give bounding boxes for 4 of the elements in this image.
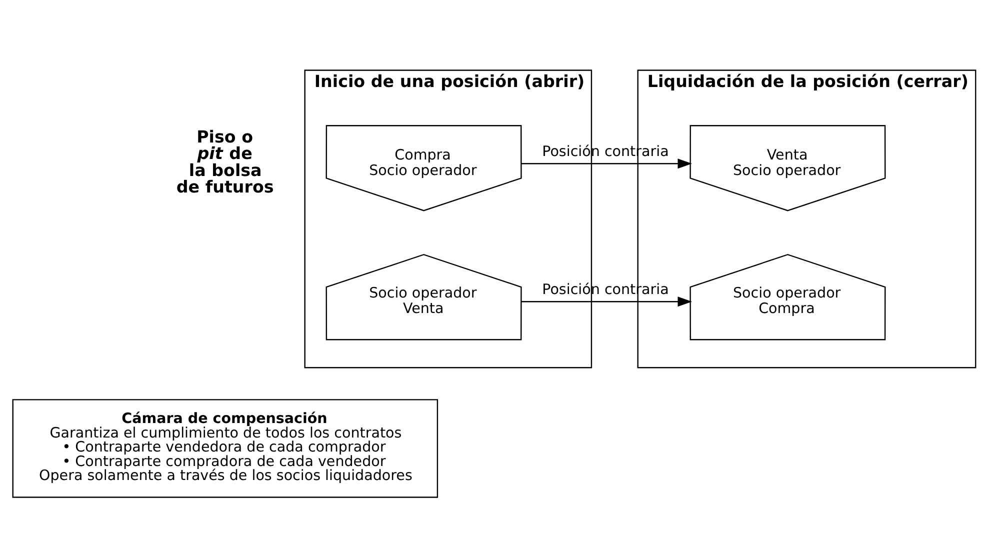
arrow — [521, 296, 692, 306]
arrow — [521, 158, 692, 168]
node-box: Cámara de compensación Garantiza el cumplimiento de todos los contratos • Contraparte vendedora de cada comprador • Contraparte compradora de cada vendedor Opera solamente a través de los socios liquidadores — [12, 398, 438, 498]
label: Piso o pit de la bolsa de futuros — [176, 126, 274, 196]
